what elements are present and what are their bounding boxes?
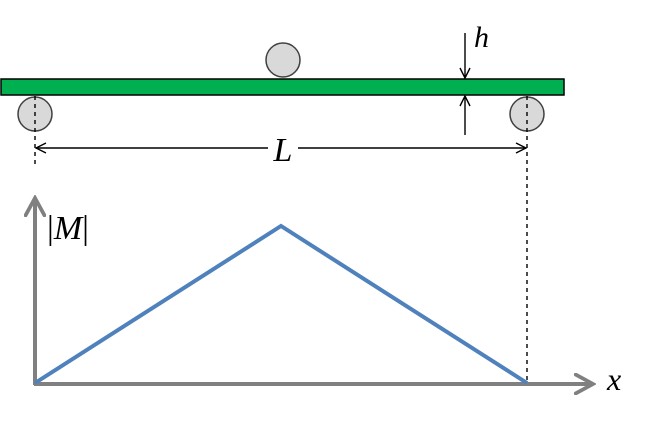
- moment-axis-bar-left: |: [47, 210, 54, 247]
- moment-series: [33, 223, 529, 385]
- beam: [0, 78, 565, 96]
- span-label: L: [273, 132, 293, 169]
- moment-axis-bar-right: |: [82, 210, 89, 247]
- moment-curve-line: [33, 223, 529, 385]
- thickness-label: h: [474, 21, 489, 54]
- load-ball: [265, 42, 301, 78]
- x-axis-label: x: [606, 361, 621, 397]
- moment-axis-label: |M|: [47, 210, 89, 247]
- moment-axis-symbol: M: [53, 210, 84, 247]
